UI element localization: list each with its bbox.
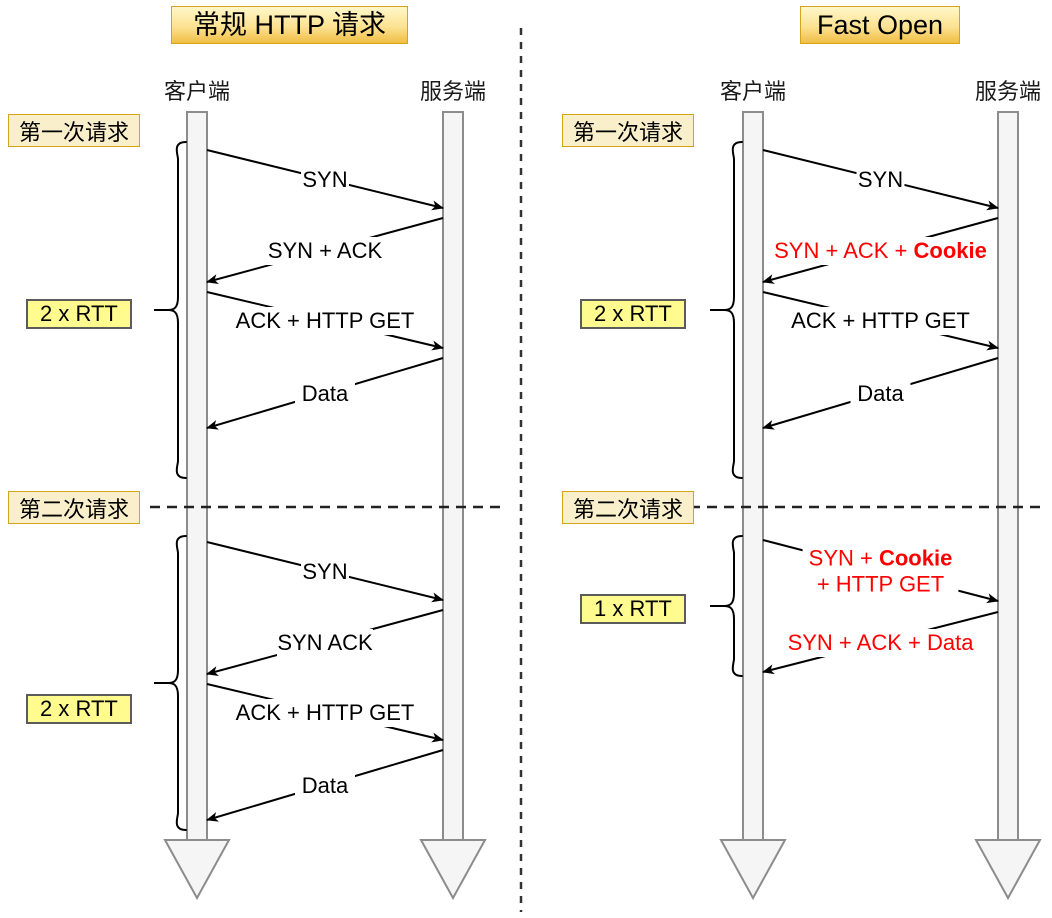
message-label-backdrop xyxy=(301,558,349,586)
message-label-backdrop xyxy=(235,307,415,335)
message-label-line: Data xyxy=(302,773,349,798)
message-label: SYN + ACK + Cookie xyxy=(774,238,987,263)
message-label: SYN + ACK xyxy=(268,238,383,263)
message-label-backdrop xyxy=(802,544,959,599)
lifeline-server xyxy=(419,111,487,901)
message-label: SYN ACK xyxy=(277,630,373,655)
message-label-backdrop xyxy=(235,699,415,727)
message-label: SYN xyxy=(302,167,347,192)
message-label: Data xyxy=(857,381,904,406)
message-label-line: ACK + HTTP GET xyxy=(791,308,970,333)
message-server-to-client: SYN + ACK + Cookie xyxy=(762,217,999,284)
label-text: SYN + ACK + xyxy=(774,238,913,263)
message-label: SYN + ACK + Data xyxy=(788,630,975,655)
message-label: Data xyxy=(302,381,349,406)
lifeline-client-shaft xyxy=(742,111,764,841)
label-text-bold: Cookie xyxy=(914,238,987,263)
message-label-line: SYN xyxy=(858,167,903,192)
message-client-to-server: ACK + HTTP GET xyxy=(206,683,444,743)
message-label: Data xyxy=(302,773,349,798)
rtt-brace-second-path xyxy=(167,535,187,831)
message-label-line: Data xyxy=(302,381,349,406)
lifeline-server-arrowhead xyxy=(974,839,1042,901)
rtt-brace-first-path xyxy=(723,141,743,479)
message-label: SYN xyxy=(302,559,347,584)
rtt-brace-first xyxy=(154,141,187,479)
message-label-backdrop xyxy=(277,629,373,657)
message-label: SYN + Cookie+ HTTP GET xyxy=(809,545,953,596)
message-label-backdrop xyxy=(856,166,905,194)
message-server-to-client: Data xyxy=(206,749,444,822)
rtt-brace-second-path xyxy=(723,535,743,677)
message-label-backdrop xyxy=(766,237,995,265)
message-label: ACK + HTTP GET xyxy=(236,700,415,725)
message-client-to-server: SYN xyxy=(762,149,999,211)
message-label-backdrop xyxy=(790,307,971,335)
lifeline-server-shaft xyxy=(997,111,1019,841)
message-label: SYN xyxy=(858,167,903,192)
message-label-line: SYN + ACK xyxy=(268,238,383,263)
message-server-to-client: SYN + ACK xyxy=(206,217,444,284)
message-label: ACK + HTTP GET xyxy=(791,308,970,333)
message-label-line: SYN ACK xyxy=(277,630,373,655)
message-label-backdrop xyxy=(295,380,355,408)
lifeline-client-arrowhead xyxy=(719,839,787,901)
message-label-line: SYN + ACK + Data xyxy=(788,630,975,655)
message-server-to-client: SYN ACK xyxy=(206,609,444,676)
message-label-line: SYN + ACK + Cookie xyxy=(774,238,987,263)
message-client-to-server: SYN xyxy=(206,149,444,211)
message-label-line: SYN xyxy=(302,559,347,584)
message-label-line: + HTTP GET xyxy=(817,571,944,596)
rtt-brace-second xyxy=(710,535,743,677)
message-label-line: ACK + HTTP GET xyxy=(236,308,415,333)
message-server-to-client: Data xyxy=(206,357,444,430)
lifeline-server-arrowhead xyxy=(419,839,487,901)
lifeline-client xyxy=(163,111,231,901)
message-server-to-client: Data xyxy=(762,357,999,430)
message-label-backdrop xyxy=(850,380,911,408)
message-label-line: Data xyxy=(857,381,904,406)
message-label-backdrop xyxy=(301,166,349,194)
message-client-to-server: ACK + HTTP GET xyxy=(206,291,444,351)
message-label-backdrop xyxy=(265,237,385,265)
message-label: ACK + HTTP GET xyxy=(236,308,415,333)
message-client-to-server: ACK + HTTP GET xyxy=(762,291,999,351)
message-server-to-client: SYN + ACK + Data xyxy=(762,611,999,675)
message-label-line: SYN + Cookie xyxy=(809,545,953,570)
message-label-backdrop xyxy=(295,772,355,800)
lifeline-server-shaft xyxy=(442,111,464,841)
lifeline-client-arrowhead xyxy=(163,839,231,901)
rtt-brace-second xyxy=(154,535,187,831)
lifeline-server xyxy=(974,111,1042,901)
message-label-line: SYN xyxy=(302,167,347,192)
lifeline-client-shaft xyxy=(186,111,208,841)
message-label-line: ACK + HTTP GET xyxy=(236,700,415,725)
label-text: SYN + xyxy=(809,545,879,570)
rtt-brace-first xyxy=(710,141,743,479)
message-label-backdrop xyxy=(778,629,983,657)
message-client-to-server: SYN + Cookie+ HTTP GET xyxy=(762,539,999,604)
rtt-brace-first-path xyxy=(167,141,187,479)
label-text-bold: Cookie xyxy=(879,545,952,570)
lifeline-client xyxy=(719,111,787,901)
message-client-to-server: SYN xyxy=(206,541,444,603)
